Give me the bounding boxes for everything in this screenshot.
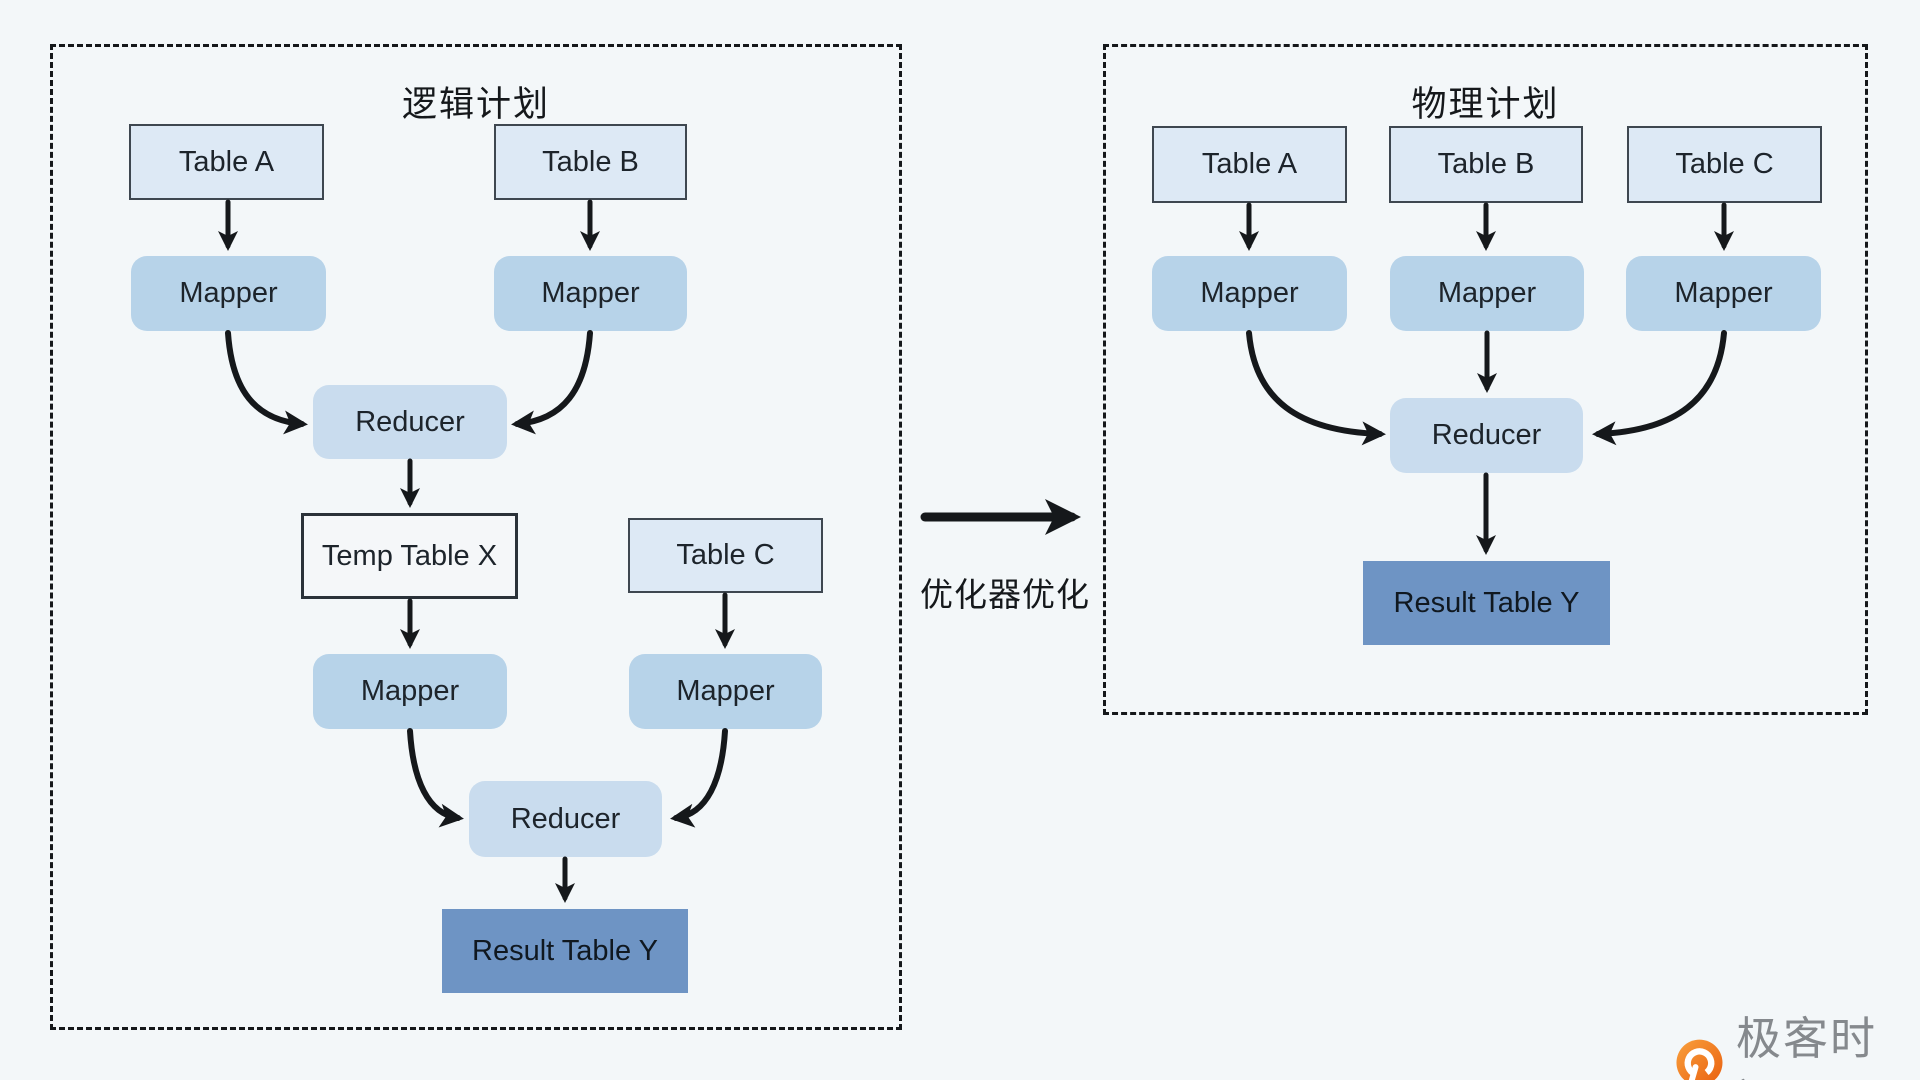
physical-reducer: Reducer: [1390, 398, 1583, 473]
physical-table-b: Table B: [1389, 126, 1583, 203]
logical-temp-table-x: Temp Table X: [301, 513, 518, 599]
physical-plan-panel: [1103, 44, 1868, 715]
logical-reducer-1: Reducer: [313, 385, 507, 459]
physical-plan-title: 物理计划: [1411, 85, 1560, 124]
logical-reducer-2: Reducer: [469, 781, 662, 857]
logical-mapper-a: Mapper: [131, 256, 326, 331]
physical-table-a: Table A: [1152, 126, 1347, 203]
geektime-logo: 极客时间: [1675, 1008, 1920, 1080]
geektime-logo-text: 极客时间: [1735, 1013, 1877, 1080]
physical-result-table-y: Result Table Y: [1363, 561, 1610, 645]
logical-table-a: Table A: [129, 124, 324, 200]
physical-table-c: Table C: [1627, 126, 1822, 203]
logical-plan-title: 逻辑计划: [401, 85, 550, 124]
logical-result-table-y: Result Table Y: [442, 909, 688, 993]
geektime-logo-icon: [1676, 1039, 1723, 1080]
logical-table-b: Table B: [494, 124, 687, 200]
logical-mapper-x: Mapper: [313, 654, 507, 729]
logical-plan-panel: [50, 44, 902, 1030]
logical-table-c: Table C: [628, 518, 823, 593]
logical-mapper-b: Mapper: [494, 256, 687, 331]
logical-mapper-c: Mapper: [629, 654, 822, 729]
optimizer-label: 优化器优化: [920, 576, 1090, 613]
physical-mapper-b: Mapper: [1390, 256, 1584, 331]
physical-mapper-c: Mapper: [1626, 256, 1821, 331]
physical-mapper-a: Mapper: [1152, 256, 1347, 331]
